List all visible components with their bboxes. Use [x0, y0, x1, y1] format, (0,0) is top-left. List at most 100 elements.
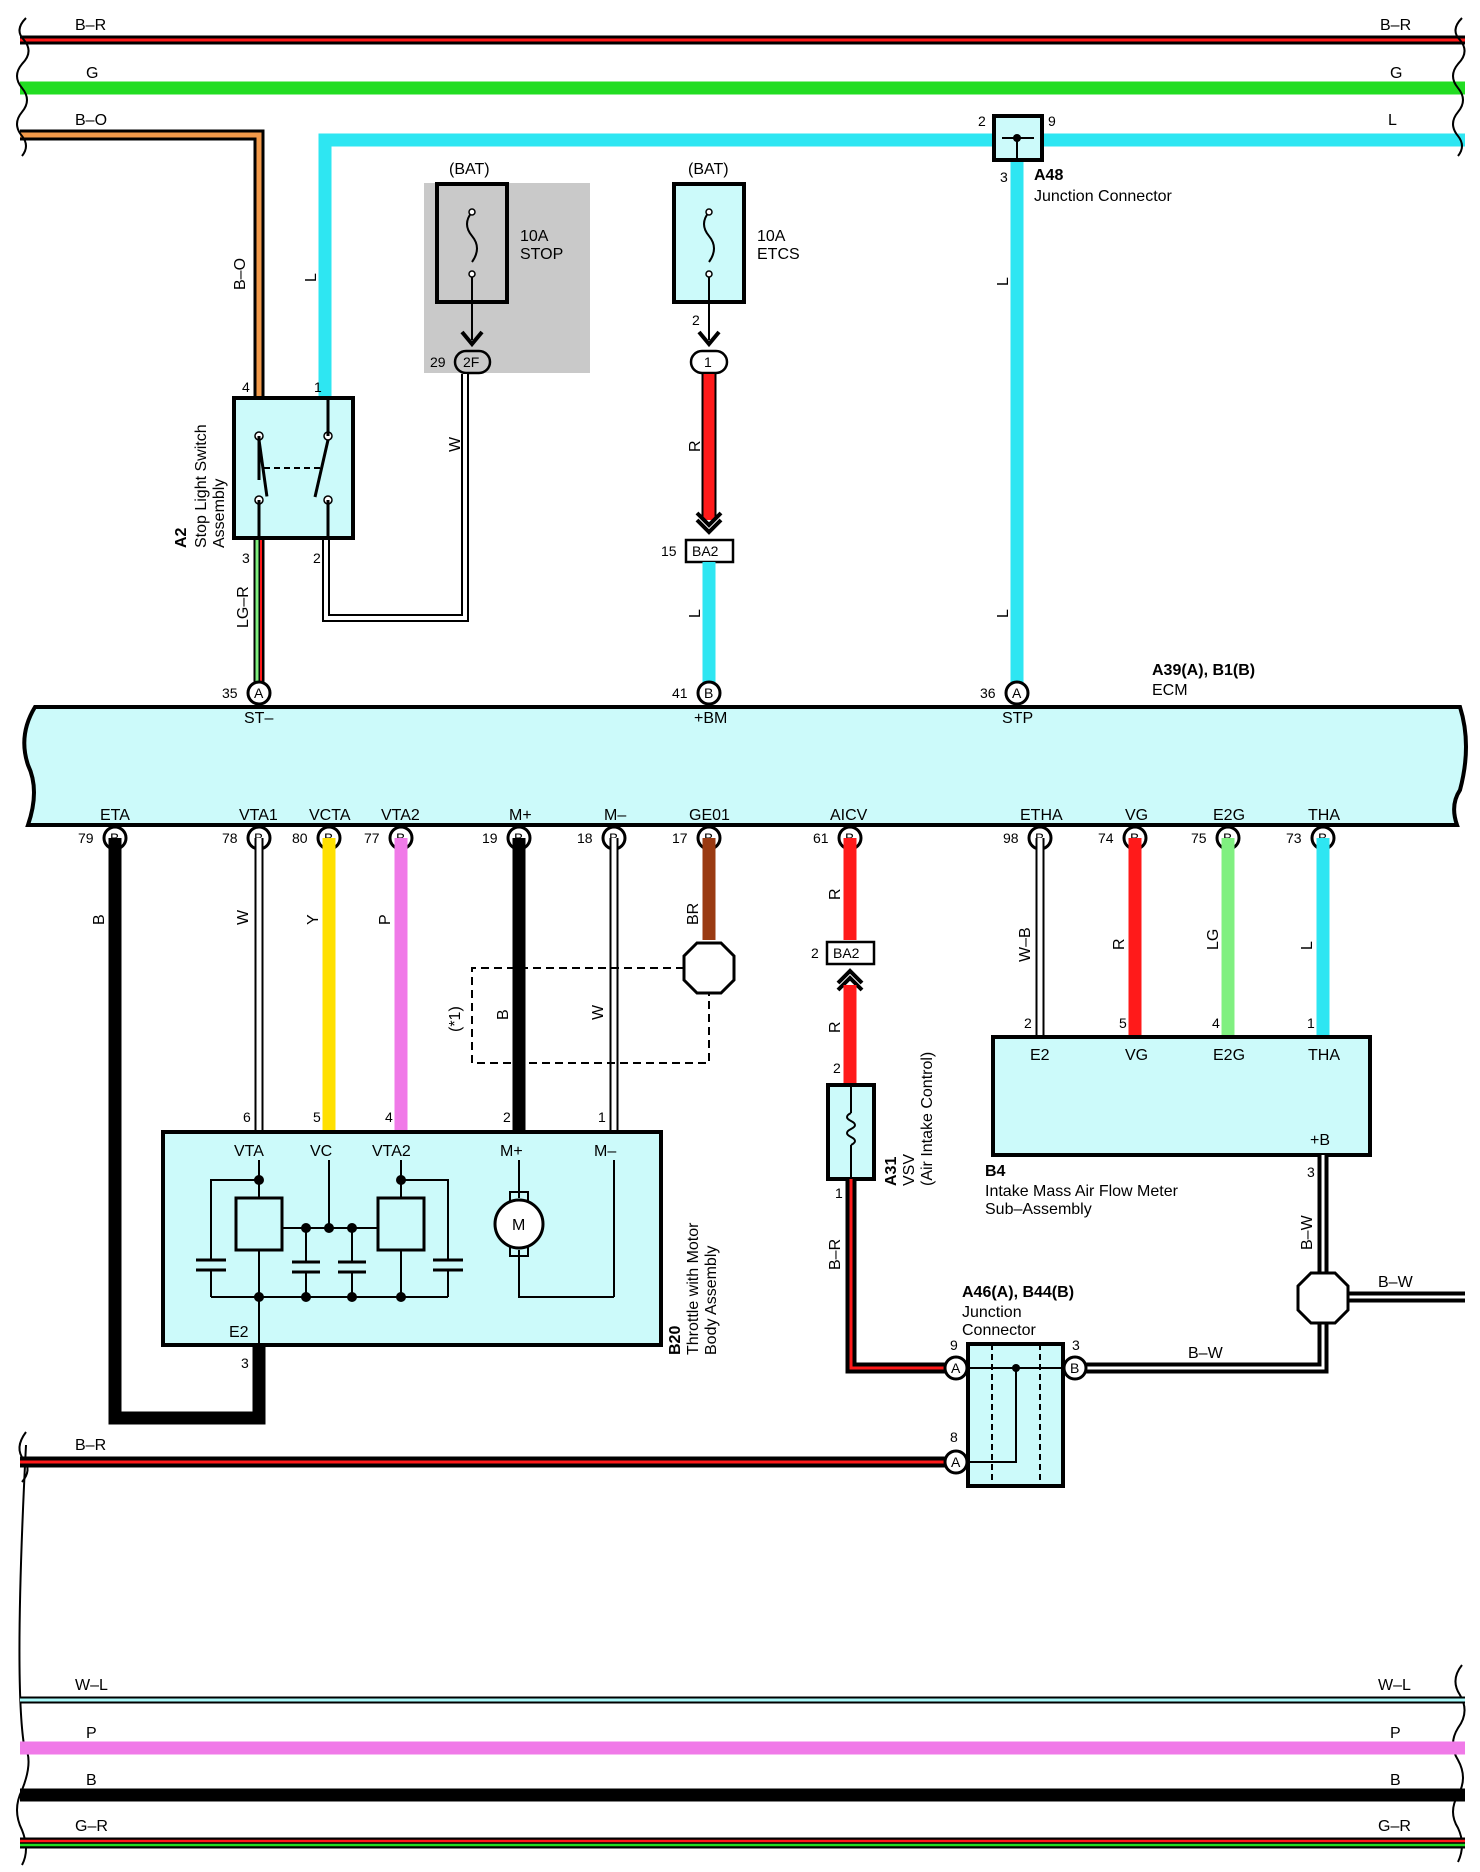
wire-label: B–W	[1378, 1274, 1414, 1291]
wire-label: B–R	[1380, 17, 1411, 34]
a31-name: VSV	[901, 1154, 918, 1186]
a48-name: Junction Connector	[1034, 188, 1173, 205]
wire-label: B–O	[232, 258, 249, 290]
wire-label: B–R	[75, 1437, 106, 1454]
a2-name: Stop Light Switch	[193, 424, 210, 548]
terminal-circle	[696, 680, 722, 706]
b4-name: Intake Mass Air Flow Meter	[985, 1183, 1179, 1200]
wire-label: B	[495, 1009, 512, 1020]
pin-label: 41	[672, 685, 688, 701]
pin-label: 80	[292, 830, 308, 846]
b20-terminal-name: VC	[310, 1143, 332, 1160]
a31-code: A31	[883, 1157, 900, 1186]
arrow-down-icon	[460, 330, 484, 348]
pin-label: 3	[1307, 1164, 1315, 1180]
bus-wire-bottom-gr: G–R G–R	[20, 1818, 1465, 1849]
ecm-name: ECM	[1152, 682, 1188, 699]
fuse-etcs-name: ETCS	[757, 246, 800, 263]
terminal-name: VTA1	[239, 807, 278, 824]
pin-label: 4	[385, 1109, 393, 1125]
a46-name: Junction	[962, 1304, 1022, 1321]
terminal-circle	[246, 680, 272, 706]
terminal-name: STP	[1002, 710, 1033, 727]
wire-label: B	[86, 1772, 97, 1789]
wire-label: BR	[685, 903, 702, 925]
wire-label: B	[91, 914, 108, 925]
wire-label: G	[86, 65, 98, 82]
b20-terminal-name: VTA	[234, 1143, 264, 1160]
a46-junction-connector: B–R A B A 9 3 8 A46(A), B44(B) Junction …	[20, 1284, 1088, 1488]
b20-name: Throttle with Motor	[685, 1222, 702, 1355]
terminal-conn: A	[951, 1454, 961, 1470]
bus-wire-top-bo: B–O	[20, 112, 265, 693]
wire-label: G–R	[1378, 1818, 1411, 1835]
terminal-name: E2G	[1213, 807, 1245, 824]
a46-code: A46(A), B44(B)	[962, 1284, 1074, 1301]
wire-label: B–O	[75, 112, 107, 129]
wire-label: P	[1390, 1725, 1401, 1742]
pin-label: 6	[243, 1109, 251, 1125]
pin-label: 19	[482, 830, 498, 846]
pin-label: 9	[1048, 113, 1056, 129]
wire-label: Y	[305, 914, 322, 925]
b4-terminal-name: E2G	[1213, 1047, 1245, 1064]
a48-junction-connector: 2 9 3 A48 Junction Connector L L	[978, 113, 1173, 693]
a2-box	[232, 396, 355, 540]
b4-name: Sub–Assembly	[985, 1201, 1092, 1218]
bus-wire-top-br: B–R B–R	[20, 17, 1465, 45]
shield-note: (*1)	[447, 1006, 464, 1032]
b4-terminal-name: THA	[1308, 1047, 1340, 1064]
terminal-name: VG	[1125, 807, 1148, 824]
wire-label: W	[590, 1004, 607, 1020]
shield-dashed-outline	[471, 967, 710, 1064]
ecm-terminal: B41+BM	[672, 680, 727, 727]
pin-label: 36	[980, 685, 996, 701]
connector-ba2-label: BA2	[833, 945, 860, 961]
terminal-name: ETHA	[1020, 807, 1063, 824]
a31-vsv: R BA2 2 R 2 1 B–R A31 VSV (Air Intake Co…	[811, 838, 945, 1374]
terminal-name: GE01	[689, 807, 730, 824]
wire-label: L	[1299, 941, 1316, 950]
pin-label: 4	[1212, 1015, 1220, 1031]
pin-label: 2	[1024, 1015, 1032, 1031]
pin-label: 9	[950, 1337, 958, 1353]
b20-terminal-name: M–	[594, 1143, 616, 1160]
pin-label: 73	[1286, 830, 1302, 846]
wire-label: B–R	[75, 17, 106, 34]
pin-label: 74	[1098, 830, 1114, 846]
pin-label: 79	[78, 830, 94, 846]
wire-label: W–B	[1017, 927, 1034, 962]
a46-name: Connector	[962, 1322, 1036, 1339]
b4-box	[991, 1035, 1372, 1157]
bus-wire-top-g: G G	[20, 65, 1465, 95]
terminal-name: +BM	[694, 710, 727, 727]
pin-label: 2	[978, 113, 986, 129]
fuse-etcs-source: (BAT)	[688, 161, 729, 178]
ecm-code: A39(A), B1(B)	[1152, 662, 1255, 679]
terminal-conn: A	[1012, 685, 1022, 701]
pin-label: 18	[577, 830, 593, 846]
fuse-stop-name: STOP	[520, 246, 563, 263]
pin-label: 5	[1119, 1015, 1127, 1031]
ecm-box	[22, 705, 1468, 827]
pin-label: 2	[692, 312, 700, 328]
wire-label: W	[235, 909, 252, 925]
double-arrow-down-icon	[695, 511, 723, 535]
bus-wire-bottom-b: B B	[20, 1772, 1465, 1802]
pin-label: 3	[242, 550, 250, 566]
pin-label: 29	[430, 354, 446, 370]
fuse-etcs-group: (BAT) 10A ETCS 2 1 R BA2 15 L	[661, 161, 800, 693]
coil-icon	[846, 1112, 856, 1146]
junction-dots	[254, 1175, 406, 1302]
b4-plusb: +B	[1310, 1132, 1330, 1149]
connector-1-label: 1	[704, 354, 712, 370]
pin-label: 61	[813, 830, 829, 846]
terminal-name: M–	[604, 807, 626, 824]
terminal-conn: A	[951, 1360, 961, 1376]
terminal-circle	[1004, 680, 1030, 706]
motor-icon	[493, 1198, 545, 1250]
terminal-name: THA	[1308, 807, 1340, 824]
